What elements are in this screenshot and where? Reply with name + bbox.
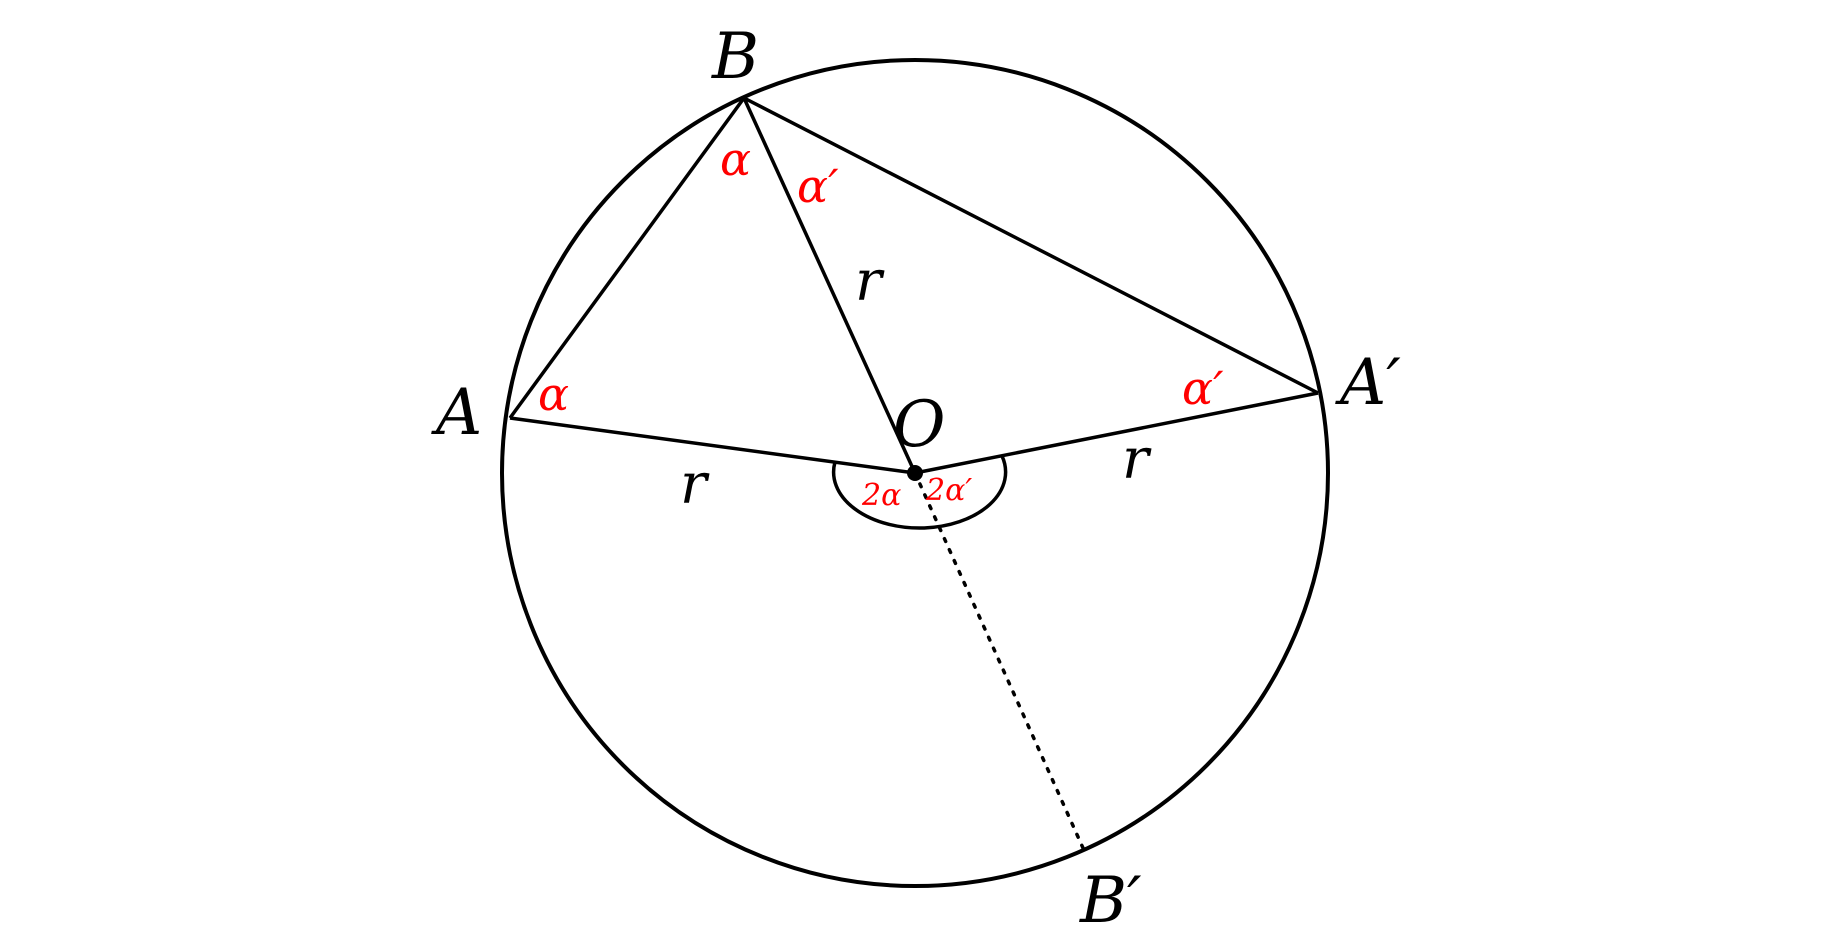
angle-label-A: α: [538, 367, 569, 421]
label-length-OB: r: [855, 249, 885, 314]
label-O: O: [893, 388, 945, 462]
angle-label-A-prime: α′: [1182, 361, 1224, 415]
label-B: B: [711, 20, 759, 94]
radius-OA-prime: [914, 391, 1319, 475]
center-point-O: [907, 465, 923, 481]
central-angle-arc: [831, 455, 1008, 530]
label-B-prime: B′: [1079, 864, 1142, 938]
label-A: A: [431, 376, 482, 450]
circumcircle: [500, 58, 1330, 888]
chord-BA-prime: [743, 96, 1319, 395]
dotted-line-OB-prime: [913, 471, 1085, 850]
radius-OB: [742, 97, 917, 474]
label-length-OA: r: [680, 452, 710, 517]
chord-AB: [508, 96, 746, 420]
label-A-prime: A′: [1335, 346, 1401, 420]
angle-label-B-right: α′: [797, 159, 839, 213]
angle-label-O-right: 2α′: [925, 473, 972, 508]
label-length-OA-prime: r: [1122, 427, 1152, 492]
angle-label-O-left: 2α: [861, 478, 901, 513]
radius-OA: [509, 416, 916, 475]
angle-label-B-left: α: [720, 132, 751, 186]
